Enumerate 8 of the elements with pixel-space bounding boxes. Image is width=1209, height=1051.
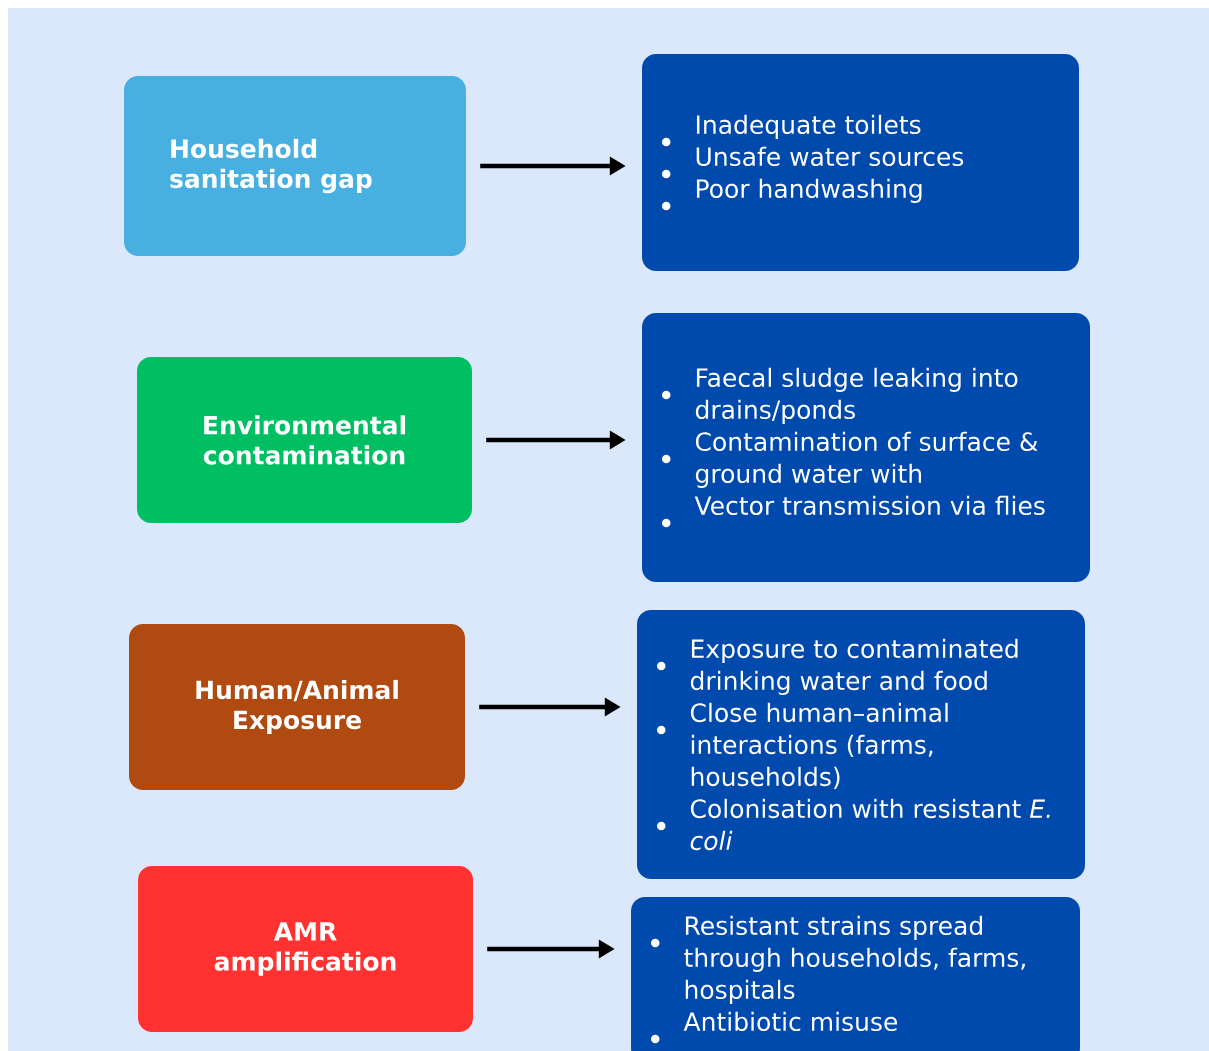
stage-box: AMR amplification xyxy=(138,866,473,1032)
stage-box: Human/Animal Exposure xyxy=(129,624,465,790)
stage-box: Environmental contamination xyxy=(137,357,472,523)
stage-box: Household sanitation gap xyxy=(124,76,466,256)
bullet-list-box: Faecal sludge leaking into drains/ponds Contamination of surface & ground water with Vector transmission via flies xyxy=(642,313,1090,582)
bullet-list-box: Inadequate toilets Unsafe water sources Poor handwashing xyxy=(642,54,1079,271)
bullet-list-box: Resistant strains spread through households, farms, hospitals Antibiotic misuse xyxy=(631,897,1080,1051)
bullet-list-box: Exposure to contaminated drinking water and food Close human–animal interactions (farms, households) Colonisation with resistant E. coli xyxy=(637,610,1085,879)
